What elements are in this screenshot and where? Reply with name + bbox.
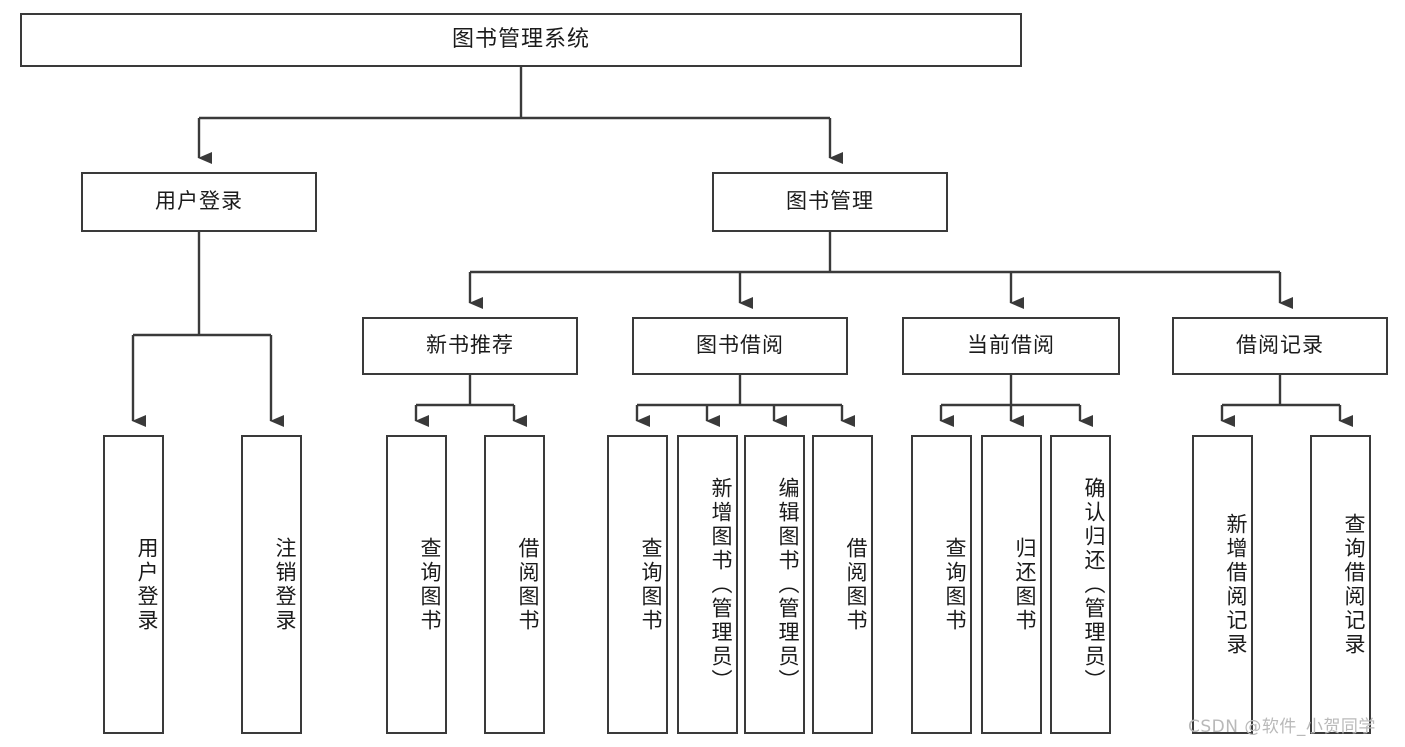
- node-label: 图书管理系统: [451, 26, 590, 52]
- node-label: 查询图书: [418, 536, 442, 633]
- node-label: 查询借阅记录: [1342, 512, 1366, 657]
- node-label: 新增图书（管理员）: [709, 476, 733, 693]
- node-label: 新增借阅记录: [1224, 512, 1248, 657]
- node-label: 确认归还（管理员）: [1082, 476, 1106, 693]
- leaf-logout-login[interactable]: 注销登录: [241, 435, 302, 734]
- node-book-management[interactable]: 图书管理: [712, 172, 948, 232]
- node-current-borrow[interactable]: 当前借阅: [902, 317, 1120, 375]
- leaf-edit-book[interactable]: 编辑图书（管理员）: [744, 435, 805, 734]
- node-label: 用户登录: [135, 536, 159, 633]
- leaf-return-book[interactable]: 归还图书: [981, 435, 1042, 734]
- node-label: 借阅图书: [844, 536, 868, 633]
- node-label: 借阅图书: [516, 536, 540, 633]
- node-new-book-recommend[interactable]: 新书推荐: [362, 317, 578, 375]
- node-label: 编辑图书（管理员）: [776, 476, 800, 693]
- leaf-user-login[interactable]: 用户登录: [103, 435, 164, 734]
- node-label: 当前借阅: [967, 333, 1055, 358]
- leaf-query-borrow-record[interactable]: 查询借阅记录: [1310, 435, 1371, 734]
- csdn-watermark: CSDN @软件_小贺同学: [1188, 717, 1376, 737]
- node-label: 查询图书: [943, 536, 967, 633]
- leaf-borrow-book-2[interactable]: 借阅图书: [812, 435, 873, 734]
- node-user-login[interactable]: 用户登录: [81, 172, 317, 232]
- node-book-borrow[interactable]: 图书借阅: [632, 317, 848, 375]
- leaf-query-book-1[interactable]: 查询图书: [386, 435, 447, 734]
- node-label: 借阅记录: [1236, 333, 1324, 358]
- leaf-query-book-3[interactable]: 查询图书: [911, 435, 972, 734]
- node-label: 归还图书: [1013, 536, 1037, 633]
- node-label: 查询图书: [639, 536, 663, 633]
- node-label: 新书推荐: [426, 333, 514, 358]
- node-root-system[interactable]: 图书管理系统: [20, 13, 1022, 67]
- leaf-add-book[interactable]: 新增图书（管理员）: [677, 435, 738, 734]
- leaf-query-book-2[interactable]: 查询图书: [607, 435, 668, 734]
- node-label: 注销登录: [273, 536, 297, 633]
- leaf-borrow-book-1[interactable]: 借阅图书: [484, 435, 545, 734]
- node-borrow-record[interactable]: 借阅记录: [1172, 317, 1388, 375]
- leaf-confirm-return[interactable]: 确认归还（管理员）: [1050, 435, 1111, 734]
- leaf-add-borrow-record[interactable]: 新增借阅记录: [1192, 435, 1253, 734]
- node-label: 用户登录: [155, 189, 243, 214]
- node-label: 图书借阅: [696, 333, 784, 358]
- node-label: 图书管理: [786, 189, 874, 214]
